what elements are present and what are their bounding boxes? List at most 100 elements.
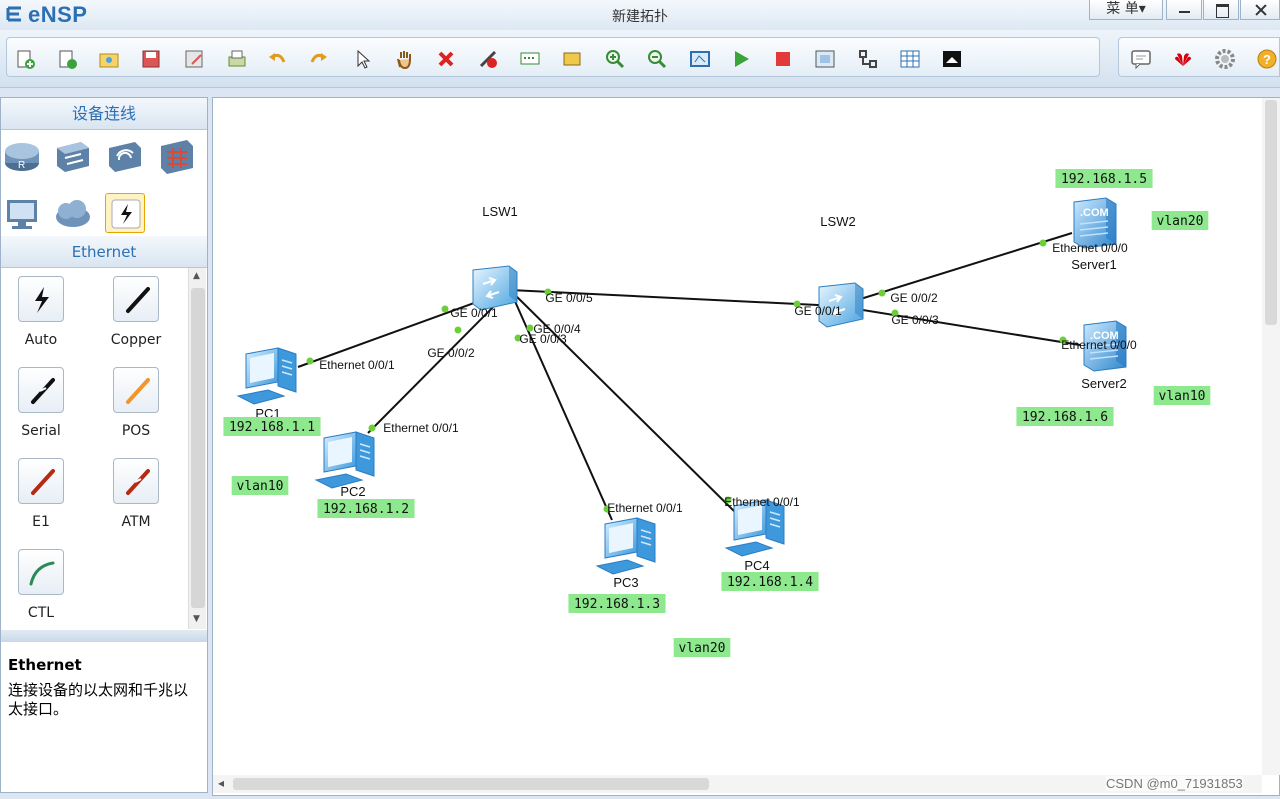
device-panel: 设备连线 R Ethernet Auto Copper Serial	[0, 97, 208, 793]
panel-splitter[interactable]	[1, 630, 207, 642]
link-line[interactable]	[509, 289, 839, 307]
cable-ctl[interactable]: CTL	[1, 549, 81, 621]
undo-icon[interactable]	[266, 48, 288, 70]
cable-label: ATM	[121, 514, 151, 530]
fit-view-icon[interactable]	[689, 48, 711, 70]
save-icon[interactable]	[140, 48, 162, 70]
server-server1[interactable]: .COM	[1073, 197, 1117, 249]
pos-cable-icon[interactable]	[113, 367, 159, 413]
start-device-icon[interactable]	[730, 48, 752, 70]
pc-device-icon[interactable]	[2, 193, 42, 233]
menu-button[interactable]: 菜 单▾	[1089, 0, 1163, 20]
palette-icon[interactable]	[899, 48, 921, 70]
open-icon[interactable]	[98, 48, 120, 70]
watermark: CSDN @m0_71931853	[1106, 776, 1243, 791]
cable-label: Auto	[24, 332, 58, 348]
toolbar	[0, 30, 1280, 88]
minimize-button[interactable]	[1166, 0, 1202, 20]
pc-pc1[interactable]	[236, 347, 297, 405]
new-example-icon[interactable]	[56, 48, 78, 70]
toolbar-main-group	[6, 37, 1100, 77]
cable-label: E1	[32, 514, 50, 530]
ensp-logo-icon	[6, 6, 21, 22]
print-icon[interactable]	[226, 48, 248, 70]
scrollbar-thumb[interactable]	[191, 288, 205, 608]
switch-lsw1[interactable]	[472, 265, 518, 311]
info-description: 连接设备的以太网和千兆以太接口。	[8, 681, 189, 718]
command-line-icon[interactable]	[941, 48, 963, 70]
wireless-icon[interactable]	[105, 136, 145, 176]
category-header: Ethernet	[1, 236, 207, 268]
firewall-icon[interactable]	[157, 136, 197, 176]
zoom-out-icon[interactable]	[646, 48, 668, 70]
new-topology-icon[interactable]	[14, 48, 36, 70]
title-bar: eNSP 新建拓扑 菜 单▾	[0, 0, 1280, 30]
stop-device-icon[interactable]	[772, 48, 794, 70]
ctl-cable-icon[interactable]	[18, 549, 64, 595]
pc-pc3[interactable]	[595, 517, 656, 575]
atm-cable-icon[interactable]	[113, 458, 159, 504]
cable-copper[interactable]: Copper	[96, 276, 176, 348]
window-title: 新建拓扑	[612, 9, 668, 25]
pan-hand-icon[interactable]	[393, 48, 415, 70]
pc-pc2[interactable]	[314, 431, 375, 489]
link-line[interactable]	[367, 289, 511, 434]
cable-label: Serial	[21, 423, 61, 439]
topology-grid-icon[interactable]	[857, 48, 879, 70]
cable-list: Auto Copper Serial POS E1 ATM CTL	[1, 268, 187, 628]
redo-icon[interactable]	[308, 48, 330, 70]
svg-text:?: ?	[1263, 52, 1271, 67]
com-logo-icon: .COM	[1080, 207, 1109, 219]
scrollbar-thumb[interactable]	[1265, 100, 1277, 325]
scrollbar-thumb[interactable]	[233, 778, 709, 790]
cable-label: Copper	[110, 332, 162, 348]
app-name: eNSP	[28, 2, 88, 27]
save-as-icon[interactable]	[183, 48, 205, 70]
capture-icon[interactable]	[814, 48, 836, 70]
cable-list-scrollbar[interactable]: ▲ ▼	[188, 268, 206, 629]
canvas-vertical-scrollbar[interactable]	[1262, 98, 1280, 775]
cable-atm[interactable]: ATM	[96, 458, 176, 530]
cable-auto[interactable]: Auto	[1, 276, 81, 348]
scroll-left-icon[interactable]: ◂	[218, 776, 225, 790]
cloud-icon[interactable]	[53, 193, 93, 233]
info-title: Ethernet	[8, 656, 82, 674]
link-line[interactable]	[837, 305, 1081, 346]
delete-link-icon[interactable]	[477, 48, 499, 70]
cable-label: POS	[121, 423, 151, 439]
scroll-up-icon[interactable]: ▲	[193, 271, 200, 281]
maximize-button[interactable]	[1203, 0, 1239, 20]
svg-text:R: R	[18, 160, 25, 171]
link-line[interactable]	[509, 289, 736, 513]
devices-header: 设备连线	[1, 98, 207, 130]
zoom-in-icon[interactable]	[604, 48, 626, 70]
rectangle-annotation-icon[interactable]	[561, 48, 583, 70]
copper-cable-icon[interactable]	[113, 276, 159, 322]
switch-icon[interactable]	[53, 136, 93, 176]
cable-e1[interactable]: E1	[1, 458, 81, 530]
server-server2[interactable]: .COM	[1083, 320, 1127, 372]
connection-icon[interactable]	[105, 193, 145, 233]
cable-label: CTL	[27, 605, 55, 621]
cable-pos[interactable]: POS	[96, 367, 176, 439]
link-line[interactable]	[837, 232, 1073, 307]
com-logo-icon: .COM	[1090, 330, 1119, 342]
settings-gear-icon[interactable]	[1214, 48, 1236, 70]
scroll-down-icon[interactable]: ▼	[193, 614, 200, 624]
e1-cable-icon[interactable]	[18, 458, 64, 504]
auto-cable-icon[interactable]	[18, 276, 64, 322]
select-pointer-icon[interactable]	[351, 48, 373, 70]
cable-serial[interactable]: Serial	[1, 367, 81, 439]
pc-pc4[interactable]	[724, 499, 785, 557]
switch-lsw2[interactable]	[818, 282, 864, 328]
help-icon[interactable]: ?	[1256, 48, 1278, 70]
app-logo: eNSP	[4, 2, 87, 28]
text-annotation-icon[interactable]	[519, 48, 541, 70]
router-icon[interactable]: R	[2, 136, 42, 176]
huawei-logo-icon[interactable]	[1172, 48, 1194, 70]
serial-cable-icon[interactable]	[18, 367, 64, 413]
close-button[interactable]	[1240, 0, 1280, 20]
delete-icon[interactable]	[435, 48, 457, 70]
canvas-horizontal-scrollbar[interactable]: ◂	[213, 775, 1262, 793]
chat-icon[interactable]	[1130, 48, 1152, 70]
